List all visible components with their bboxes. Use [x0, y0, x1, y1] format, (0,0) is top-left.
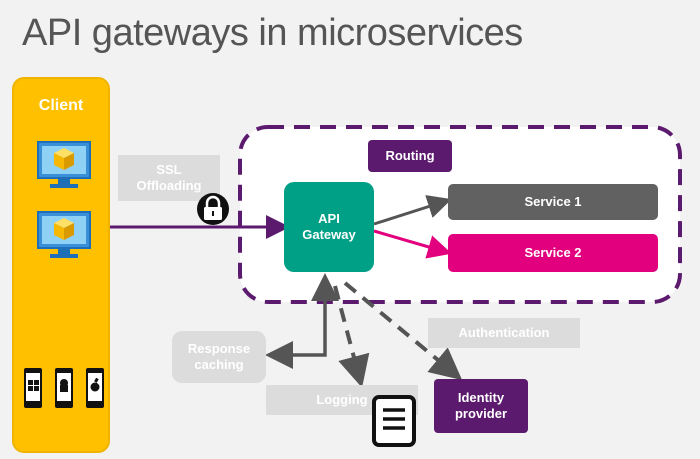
logging-label: Logging [266, 385, 418, 415]
page-title: API gateways in microservices [22, 12, 523, 54]
identity-provider-box: Identity provider [434, 379, 528, 433]
authentication-label: Authentication [428, 318, 580, 348]
routing-label: Routing [368, 140, 452, 172]
api-gateway-box: API Gateway [284, 182, 374, 272]
monitor-icon [37, 211, 91, 258]
apple-phone-icon [86, 368, 104, 408]
gateway-to-service2-arrow [373, 229, 452, 259]
response-caching-box: Response caching [172, 331, 266, 383]
service-2-box: Service 2 [448, 234, 658, 272]
ssl-offloading-label: SSL Offloading [118, 155, 220, 201]
gateway-to-caching-arrow [265, 283, 327, 369]
gateway-to-logging-arrow [333, 285, 370, 388]
gateway-to-service1-arrow [373, 195, 452, 226]
android-phone-icon [55, 368, 73, 408]
client-label: Client [38, 97, 84, 114]
monitor-icon [37, 141, 91, 188]
service-1-box: Service 1 [448, 184, 658, 220]
windows-phone-icon [24, 368, 42, 408]
gateway-to-identity-arrow [343, 281, 463, 381]
